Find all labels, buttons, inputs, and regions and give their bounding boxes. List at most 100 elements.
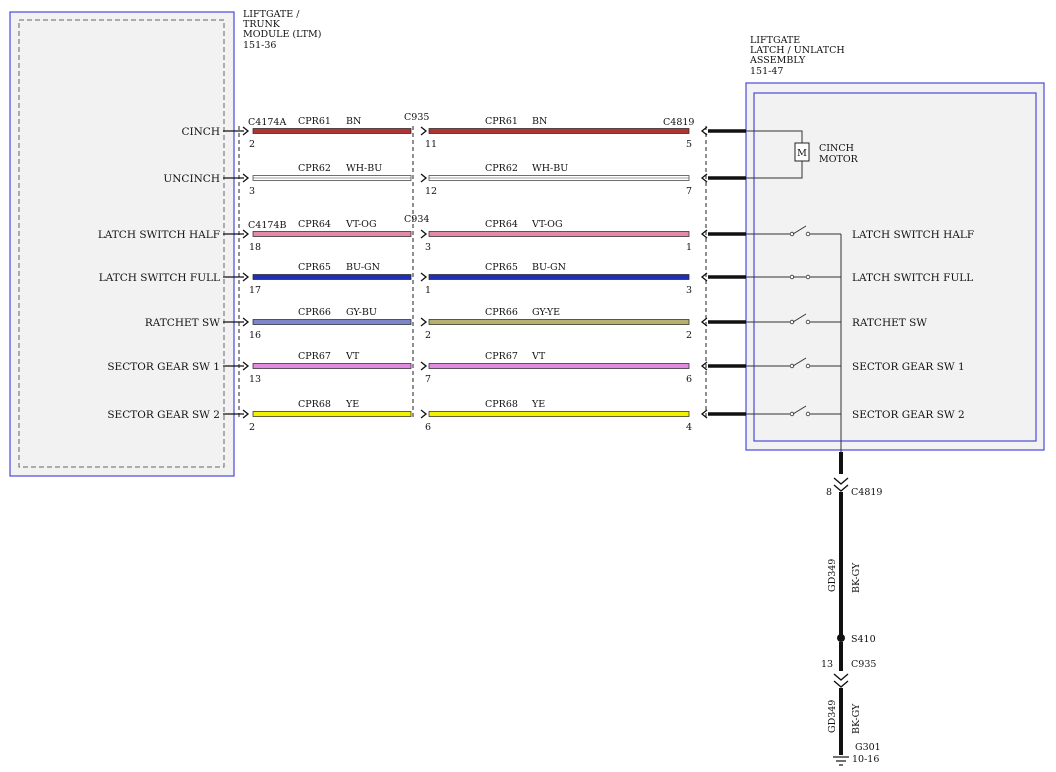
wire-segment-latch <box>428 274 690 280</box>
ltm-pin-number: 16 <box>249 330 261 341</box>
ltm-pin-label: UNCINCH <box>163 173 220 185</box>
inline-pin-number: 1 <box>425 285 431 296</box>
latch-pin-number: 6 <box>686 374 692 385</box>
ltm-pin-label: LATCH SWITCH FULL <box>99 272 220 284</box>
inline-pin-number: 6 <box>425 422 431 433</box>
latch-pin-number: 3 <box>686 285 692 296</box>
ground-inline-pin: 13 <box>821 659 833 670</box>
inline-pin-number: 3 <box>425 242 431 253</box>
ground-reference: 10-16 <box>852 754 879 765</box>
assembly-title: LIFTGATE LATCH / UNLATCH ASSEMBLY 151-47 <box>749 35 845 77</box>
ltm-title-line-3: MODULE (LTM) <box>243 29 321 40</box>
latch-assembly <box>745 82 1045 451</box>
wire-color-code: BU-GN <box>346 262 380 273</box>
ltm-title: LIFTGATE / TRUNK MODULE (LTM) 151-36 <box>243 9 321 51</box>
ltm-pin-number: 18 <box>249 242 261 253</box>
connector-c4174a-label: C4174A <box>248 117 286 128</box>
circuit-number: CPR67 <box>298 351 331 362</box>
circuit-number: CPR64 <box>485 219 518 230</box>
latch-pin-number: 4 <box>686 422 692 433</box>
wire-color-code: YE <box>345 399 359 410</box>
latch-switch-label: SECTOR GEAR SW 2 <box>852 409 965 421</box>
ground-color-1: BK-GY <box>851 562 862 593</box>
latch-pin-number: 1 <box>686 242 692 253</box>
ltm-pin-label: LATCH SWITCH HALF <box>98 229 220 241</box>
connector-c935-label: C935 <box>404 112 429 123</box>
latch-switch-label: RATCHET SW <box>852 317 927 329</box>
circuit-number: CPR62 <box>298 163 331 174</box>
circuit-number: CPR65 <box>485 262 518 273</box>
circuit-number: CPR61 <box>485 116 518 127</box>
ltm-pin-label: SECTOR GEAR SW 1 <box>107 361 220 373</box>
connector-c4174b-label: C4174B <box>248 220 286 231</box>
inline-pin-number: 11 <box>425 139 437 150</box>
wire-color-code: YE <box>531 399 545 410</box>
latch-switch-label: LATCH SWITCH HALF <box>852 229 974 241</box>
wire-segment-latch <box>428 411 690 417</box>
wire-color-code: BN <box>532 116 547 127</box>
wire-segment-latch <box>428 128 690 134</box>
ltm-pin-label: CINCH <box>181 126 220 138</box>
wire-color-code: WH-BU <box>346 163 382 174</box>
assembly-title-line-2: LATCH / UNLATCH <box>750 45 845 56</box>
circuit-number: CPR68 <box>298 399 331 410</box>
circuit-number: CPR65 <box>298 262 331 273</box>
ltm-pin-number: 2 <box>249 422 255 433</box>
ltm-title-line-2: TRUNK <box>243 19 281 30</box>
ground-inline-connector: C935 <box>851 659 876 670</box>
ltm-pin-number: 3 <box>249 186 255 197</box>
latch-pin-number: 2 <box>686 330 692 341</box>
latch-pin-number: 7 <box>686 186 692 197</box>
motor-symbol: M <box>797 148 807 159</box>
circuit-number: CPR67 <box>485 351 518 362</box>
ground-wire-2: GD349 <box>827 700 838 733</box>
latch-switch-label: SECTOR GEAR SW 1 <box>852 361 965 373</box>
latch-pin-number: 5 <box>686 139 692 150</box>
wire-color-code: GY-BU <box>346 307 377 318</box>
ground-wire-1: GD349 <box>827 559 838 592</box>
ground-splice: S410 <box>851 634 876 645</box>
connector-c4819-label: C4819 <box>663 117 694 128</box>
inline-pin-number: 12 <box>425 186 437 197</box>
wire-color-code: VT <box>531 351 546 362</box>
ltm-module <box>9 11 235 477</box>
ltm-pin-number: 13 <box>249 374 261 385</box>
ltm-pin-label: RATCHET SW <box>145 317 220 329</box>
ground-latch-connector: C4819 <box>851 487 882 498</box>
ltm-title-line-1: LIFTGATE / <box>243 9 300 20</box>
connector-c934-label: C934 <box>404 214 429 225</box>
wire-color-code: VT-OG <box>345 219 377 230</box>
cinch-motor: M CINCH MOTOR <box>746 130 859 179</box>
wire-segment-latch <box>428 231 690 237</box>
circuit-number: CPR66 <box>485 307 518 318</box>
inline-pin-number: 2 <box>425 330 431 341</box>
wire-color-code: VT-OG <box>531 219 563 230</box>
circuit-number: CPR68 <box>485 399 518 410</box>
assembly-title-line-4: 151-47 <box>750 66 783 77</box>
wire-segment-latch <box>428 363 690 369</box>
assembly-title-line-3: ASSEMBLY <box>749 55 806 66</box>
ltm-pin-number: 17 <box>249 285 261 296</box>
circuit-number: CPR61 <box>298 116 331 127</box>
wire-segment-latch <box>428 319 690 325</box>
motor-label-line-2: MOTOR <box>819 154 859 165</box>
circuit-row: LATCH SWITCH FULL 17 CPR65 BU-GN 1 CPR65 BU-GN… <box>99 262 974 296</box>
wire-color-code: BN <box>346 116 361 127</box>
ground-color-2: BK-GY <box>851 703 862 734</box>
wire-segment-ltm <box>252 363 412 369</box>
circuit-number: CPR66 <box>298 307 331 318</box>
wire-segment-ltm <box>252 274 412 280</box>
circuit-number: CPR62 <box>485 163 518 174</box>
wire-color-code: BU-GN <box>532 262 566 273</box>
wire-segment-ltm <box>252 231 412 237</box>
wire-segment-ltm <box>252 128 412 134</box>
ground-point: G301 <box>855 742 881 753</box>
